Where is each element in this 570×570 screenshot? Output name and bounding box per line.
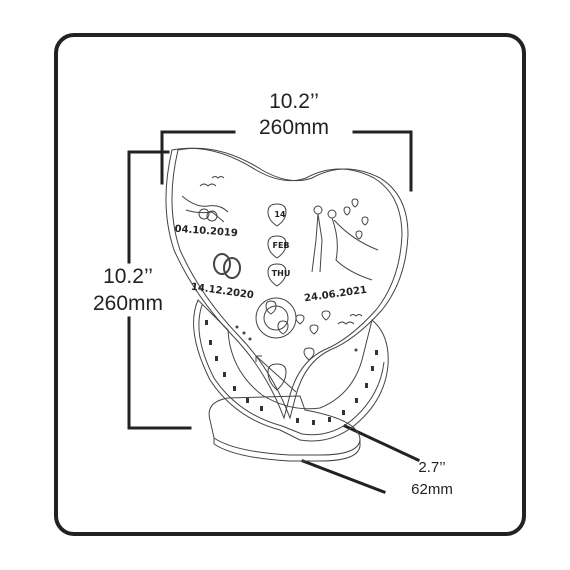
wedding-rings-icon [213,253,241,279]
outer-frame [54,33,526,536]
width-dimension-line-right [352,130,413,192]
width-dimension-line [160,130,236,185]
couple-icon [311,205,379,281]
date-1-label: 04.10.2019 [174,224,238,239]
date-3-label: 24.06.2021 [304,285,368,305]
day-number-label: 14 [274,210,286,219]
floating-hearts-icon [295,198,369,361]
width-inch-label: 10.2’’ [269,90,319,113]
weekday-label: THU [272,269,291,278]
height-mm-label: 260mm [93,292,163,315]
ring-markings [205,320,378,425]
depth-leader-top [343,424,420,462]
date-2-label: 14.12.2020 [190,282,254,302]
height-inch-label: 10.2’’ [103,265,153,288]
heart-plaque [165,147,409,420]
width-mm-label: 260mm [259,116,329,139]
height-dimension-line-top [127,150,170,264]
height-dimension-line-bottom [127,316,192,430]
base-plate [208,395,361,462]
depth-inch-label: 2.7’’ [418,459,445,476]
arrow-heart-icon [255,355,297,393]
depth-leader-bottom [301,459,386,494]
holding-hands-icon [181,195,229,223]
dots-decoration [235,325,358,352]
birds-icon [199,176,363,325]
month-label: FEB [272,241,289,250]
calendar-ring [193,299,389,442]
depth-mm-label: 62mm [411,481,453,498]
clock-heart-icon [255,297,297,339]
calendar-hearts [267,203,287,287]
